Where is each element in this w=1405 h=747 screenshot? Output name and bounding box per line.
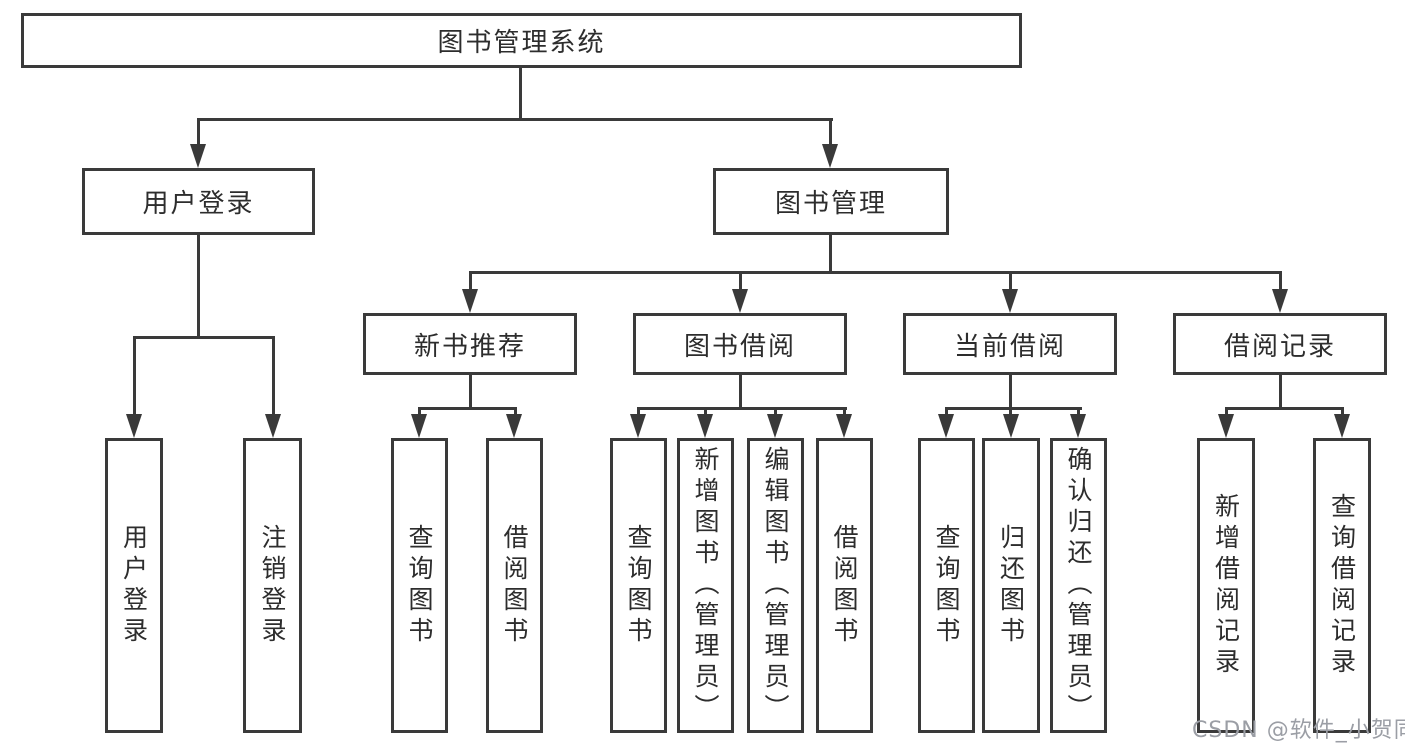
arrow-down-icon [506, 414, 522, 438]
arrow-down-icon [822, 144, 838, 168]
arrow-down-icon [1334, 414, 1350, 438]
arrow-down-icon [767, 414, 783, 438]
leaf-label: 注销登录 [258, 523, 287, 648]
connector-line [1225, 407, 1344, 410]
leaf-label: 新增借阅记录 [1211, 492, 1241, 679]
arrow-down-icon [938, 414, 954, 438]
node-user-login: 用户登录 [82, 168, 315, 235]
node-label: 借阅记录 [1223, 331, 1336, 362]
leaf-label: 确认归还（管理员） [1064, 446, 1093, 725]
csdn-watermark: CSDN @软件_小贺同学 [1192, 718, 1405, 743]
connector-line [1341, 407, 1344, 417]
leaf-query-books-current: 查询图书 [918, 438, 975, 733]
node-library-management-system: 图书管理系统 [21, 13, 1022, 68]
arrow-down-icon [462, 289, 478, 313]
connector-line [133, 336, 136, 416]
leaf-label: 查询借阅记录 [1327, 492, 1357, 679]
leaf-label: 查询图书 [932, 523, 961, 648]
leaf-add-books-admin: 新增图书（管理员） [677, 438, 734, 733]
leaf-return-books: 归还图书 [982, 438, 1040, 733]
arrow-down-icon [732, 289, 748, 313]
connector-line [197, 233, 200, 338]
arrow-down-icon [1002, 289, 1018, 313]
connector-line [1279, 271, 1282, 292]
leaf-borrow-books: 借阅图书 [816, 438, 873, 733]
leaf-confirm-return-admin: 确认归还（管理员） [1050, 438, 1107, 733]
connector-line [514, 407, 517, 417]
connector-line [774, 407, 777, 417]
connector-line [704, 407, 707, 417]
leaf-label: 新增图书（管理员） [691, 446, 720, 725]
node-label: 图书管理 [774, 189, 887, 219]
arrow-down-icon [126, 414, 142, 438]
connector-line [829, 118, 832, 148]
node-book-borrow: 图书借阅 [633, 313, 847, 375]
connector-line [469, 271, 472, 292]
arrow-down-icon [630, 414, 646, 438]
arrow-down-icon [1070, 414, 1086, 438]
connector-line [739, 373, 742, 409]
leaf-query-books-borrow: 查询图书 [610, 438, 667, 733]
connector-line [739, 271, 742, 292]
connector-line [133, 336, 275, 339]
connector-line [1225, 407, 1228, 417]
leaf-borrow-books-recommend: 借阅图书 [486, 438, 543, 733]
node-label: 图书借阅 [683, 331, 796, 362]
connector-line [637, 407, 847, 410]
arrow-down-icon [836, 414, 852, 438]
connector-line [272, 336, 275, 416]
connector-line [469, 271, 1282, 274]
connector-line [945, 407, 948, 417]
connector-line [418, 407, 421, 417]
arrow-down-icon [1218, 414, 1234, 438]
leaf-logout-login: 注销登录 [243, 438, 302, 733]
leaf-label: 归还图书 [996, 523, 1026, 648]
node-current-borrow: 当前借阅 [903, 313, 1117, 375]
node-label: 当前借阅 [953, 331, 1066, 362]
leaf-query-books-recommend: 查询图书 [391, 438, 448, 733]
connector-line [843, 407, 846, 417]
connector-line [1279, 373, 1282, 409]
node-label: 图书管理系统 [437, 28, 606, 58]
node-label: 用户登录 [142, 189, 255, 219]
node-borrow-records: 借阅记录 [1173, 313, 1387, 375]
arrow-down-icon [697, 414, 713, 438]
leaf-label: 查询图书 [405, 523, 434, 648]
leaf-edit-books-admin: 编辑图书（管理员） [747, 438, 804, 733]
node-new-book-recommend: 新书推荐 [363, 313, 577, 375]
arrow-down-icon [190, 144, 206, 168]
connector-line [1009, 271, 1012, 292]
leaf-label: 查询图书 [624, 523, 653, 648]
leaf-label: 编辑图书（管理员） [761, 446, 790, 725]
leaf-label: 借阅图书 [830, 523, 859, 648]
connector-line [418, 407, 517, 410]
arrow-down-icon [411, 414, 427, 438]
leaf-label: 用户登录 [119, 523, 149, 648]
leaf-user-login: 用户登录 [105, 438, 163, 733]
node-label: 新书推荐 [413, 331, 526, 362]
connector-line [637, 407, 640, 417]
leaf-label: 借阅图书 [500, 523, 529, 648]
leaf-query-borrow-record: 查询借阅记录 [1313, 438, 1371, 733]
connector-line [945, 407, 1082, 410]
connector-line [1009, 373, 1012, 409]
connector-line [469, 373, 472, 409]
arrow-down-icon [1272, 289, 1288, 313]
connector-line [1009, 407, 1012, 417]
arrow-down-icon [265, 414, 281, 438]
connector-line [197, 118, 833, 121]
arrow-down-icon [1003, 414, 1019, 438]
connector-line [519, 66, 522, 120]
leaf-add-borrow-record: 新增借阅记录 [1197, 438, 1255, 733]
connector-line [197, 118, 200, 148]
connector-line [1077, 407, 1080, 417]
node-book-management: 图书管理 [713, 168, 949, 235]
connector-line [829, 233, 832, 274]
